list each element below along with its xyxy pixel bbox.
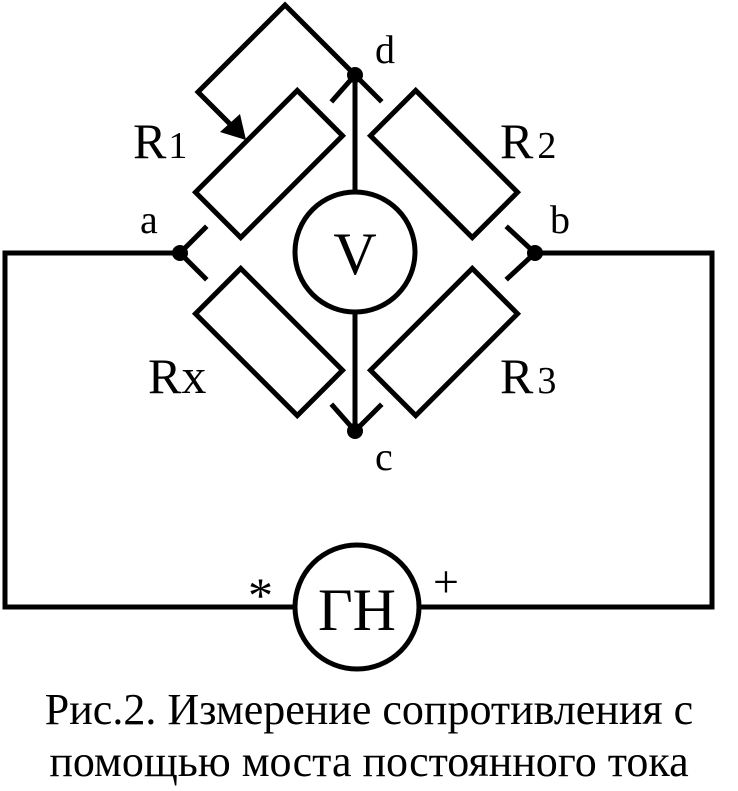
label-r2-sub: 2 xyxy=(537,125,556,167)
resistor-r2 xyxy=(366,86,522,242)
label-r3-main: R xyxy=(500,348,534,404)
node-d-label: d xyxy=(375,27,395,72)
voltmeter-label: V xyxy=(333,221,376,287)
label-rx: Rx xyxy=(148,348,206,404)
terminal-left-mark: * xyxy=(248,567,273,623)
label-r1-sub: 1 xyxy=(168,125,187,167)
voltmeter xyxy=(292,189,418,315)
resistor-r3 xyxy=(366,264,522,420)
node-c-label: c xyxy=(375,434,393,479)
label-r1: R1 xyxy=(133,113,187,169)
node-a-dot xyxy=(172,245,188,261)
generator-label: ГН xyxy=(318,577,396,643)
resistor-r1 xyxy=(191,86,347,242)
caption-line-1: Рис.2. Измерение сопротивления с xyxy=(44,685,694,734)
generator xyxy=(292,542,422,672)
resistor-rx xyxy=(191,264,347,420)
caption-line-2: помощью моста постоянного тока xyxy=(49,737,689,786)
label-rx-sub: x xyxy=(181,348,206,404)
node-d-dot xyxy=(347,67,363,83)
node-c-dot xyxy=(347,423,363,439)
label-r2-main: R xyxy=(500,113,534,169)
node-b-label: b xyxy=(550,197,570,242)
wire-left-loop xyxy=(2,250,298,610)
r1-wiper-arrowhead xyxy=(220,114,246,140)
node-b-dot xyxy=(527,245,543,261)
node-a-label: a xyxy=(140,197,158,242)
label-r1-main: R xyxy=(133,113,167,169)
label-r3-sub: 3 xyxy=(537,360,556,402)
wire-right-loop xyxy=(417,250,715,610)
r1-wiper-lead xyxy=(194,1,359,130)
terminal-right-mark: + xyxy=(433,556,459,607)
label-rx-main: R xyxy=(148,348,182,404)
